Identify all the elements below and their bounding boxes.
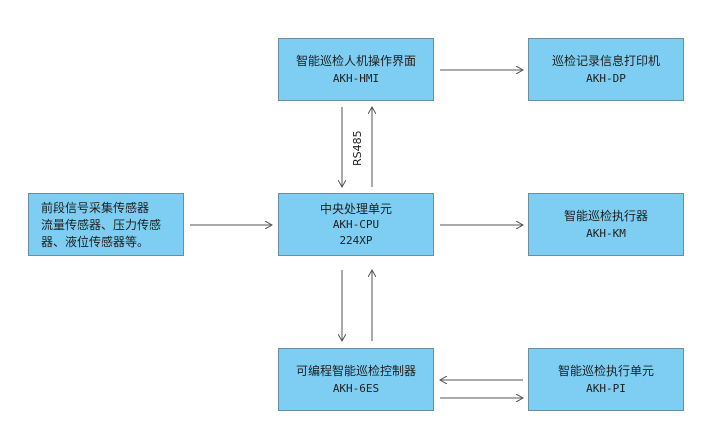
node-hmi: 智能巡检人机操作界面 AKH-HMI	[278, 38, 434, 101]
sensors-line-2: 流量传感器、压力传感	[41, 218, 162, 232]
printer-code: AKH-DP	[586, 71, 626, 85]
plc-title: 可编程智能巡检控制器	[295, 363, 416, 378]
hmi-code: AKH-HMI	[332, 71, 380, 85]
cpu-code-2: 224XP	[339, 233, 373, 247]
hmi-title: 智能巡检人机操作界面	[295, 53, 416, 68]
actuator-title: 智能巡检执行器	[563, 208, 648, 223]
node-cpu: 中央处理单元 AKH-CPU 224XP	[278, 193, 434, 256]
node-printer: 巡检记录信息打印机 AKH-DP	[528, 38, 684, 101]
cpu-title: 中央处理单元	[319, 201, 392, 216]
sensors-line-1: 前段信号采集传感器	[41, 201, 150, 215]
plc-code: AKH-6ES	[332, 381, 380, 395]
node-exec-unit: 智能巡检执行单元 AKH-PI	[528, 348, 684, 411]
node-actuator: 智能巡检执行器 AKH-KM	[528, 193, 684, 256]
node-sensors: 前段信号采集传感器 流量传感器、压力传感 器、液位传感器等。	[28, 193, 184, 256]
node-plc: 可编程智能巡检控制器 AKH-6ES	[278, 348, 434, 411]
exec-unit-title: 智能巡检执行单元	[557, 363, 654, 378]
rs485-label: RS485	[351, 130, 364, 166]
printer-title: 巡检记录信息打印机	[551, 53, 660, 68]
exec-unit-code: AKH-PI	[586, 381, 626, 395]
cpu-code: AKH-CPU	[332, 217, 380, 231]
sensors-line-3: 器、液位传感器等。	[41, 235, 150, 249]
actuator-code: AKH-KM	[586, 226, 626, 240]
